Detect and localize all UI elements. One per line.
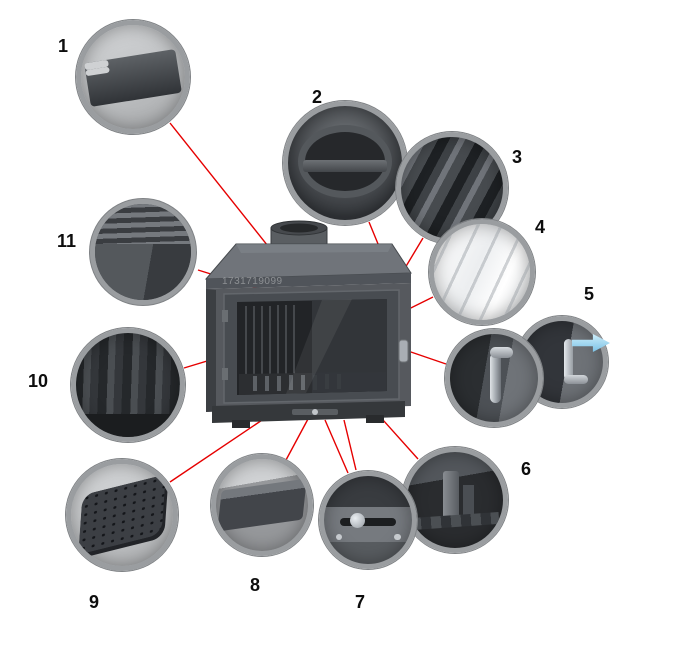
slider-slot-shape	[339, 518, 397, 527]
hood-front-bevel	[206, 273, 411, 289]
corner-bracket-shape	[443, 471, 459, 520]
callout-label-3: 3	[512, 147, 523, 167]
callout-label-8: 8	[250, 575, 261, 595]
door-handle	[398, 339, 409, 363]
slider-knob-shape	[350, 512, 366, 528]
callout-circle-11	[90, 199, 196, 305]
screw-shape	[394, 534, 401, 541]
firebox-floor-shape	[76, 414, 180, 437]
callout-label-10: 10	[28, 371, 49, 391]
corner-bracket-shape	[462, 484, 475, 520]
door-glass-pane	[312, 299, 387, 393]
handle-rod-foot-shape	[563, 375, 589, 385]
callout-label-2: 2	[312, 87, 323, 107]
callout-circle-10	[71, 328, 185, 442]
callout-label-9: 9	[89, 592, 100, 612]
callout-label-5: 5	[584, 284, 595, 304]
callout-circle-2	[283, 101, 407, 225]
callout-circle-7	[319, 471, 417, 569]
watermark: 1731719099	[222, 276, 283, 287]
firebox-ledge-shape	[410, 512, 500, 531]
baffle-bracket-shape	[84, 49, 182, 107]
callout-label-1: 1	[58, 36, 69, 56]
glass-reflection-lines	[434, 224, 530, 320]
liner-louvers-shape	[95, 204, 191, 245]
callout-circle-8	[211, 454, 313, 556]
perforated-grate-shape	[78, 474, 166, 556]
callout-label-4: 4	[535, 217, 546, 237]
callout-circle-5a	[445, 329, 543, 427]
ash-shelf-shape	[216, 478, 307, 532]
callout-label-11: 11	[57, 231, 77, 251]
callout-circle-1	[76, 20, 190, 134]
door-handle-shape	[489, 353, 502, 403]
door-handle-top-shape	[489, 347, 514, 358]
callout-label-7: 7	[355, 592, 366, 612]
handle-rod-shape	[563, 339, 573, 381]
callout-circle-4	[429, 219, 535, 325]
screw-shape	[336, 534, 343, 541]
liner-panel-shape	[95, 244, 191, 300]
callout-circle-6	[402, 447, 508, 553]
damper-bar-shape	[302, 159, 388, 173]
callout-label-6: 6	[521, 459, 532, 479]
callout-circle-9	[66, 459, 178, 571]
stove-body	[204, 220, 412, 428]
